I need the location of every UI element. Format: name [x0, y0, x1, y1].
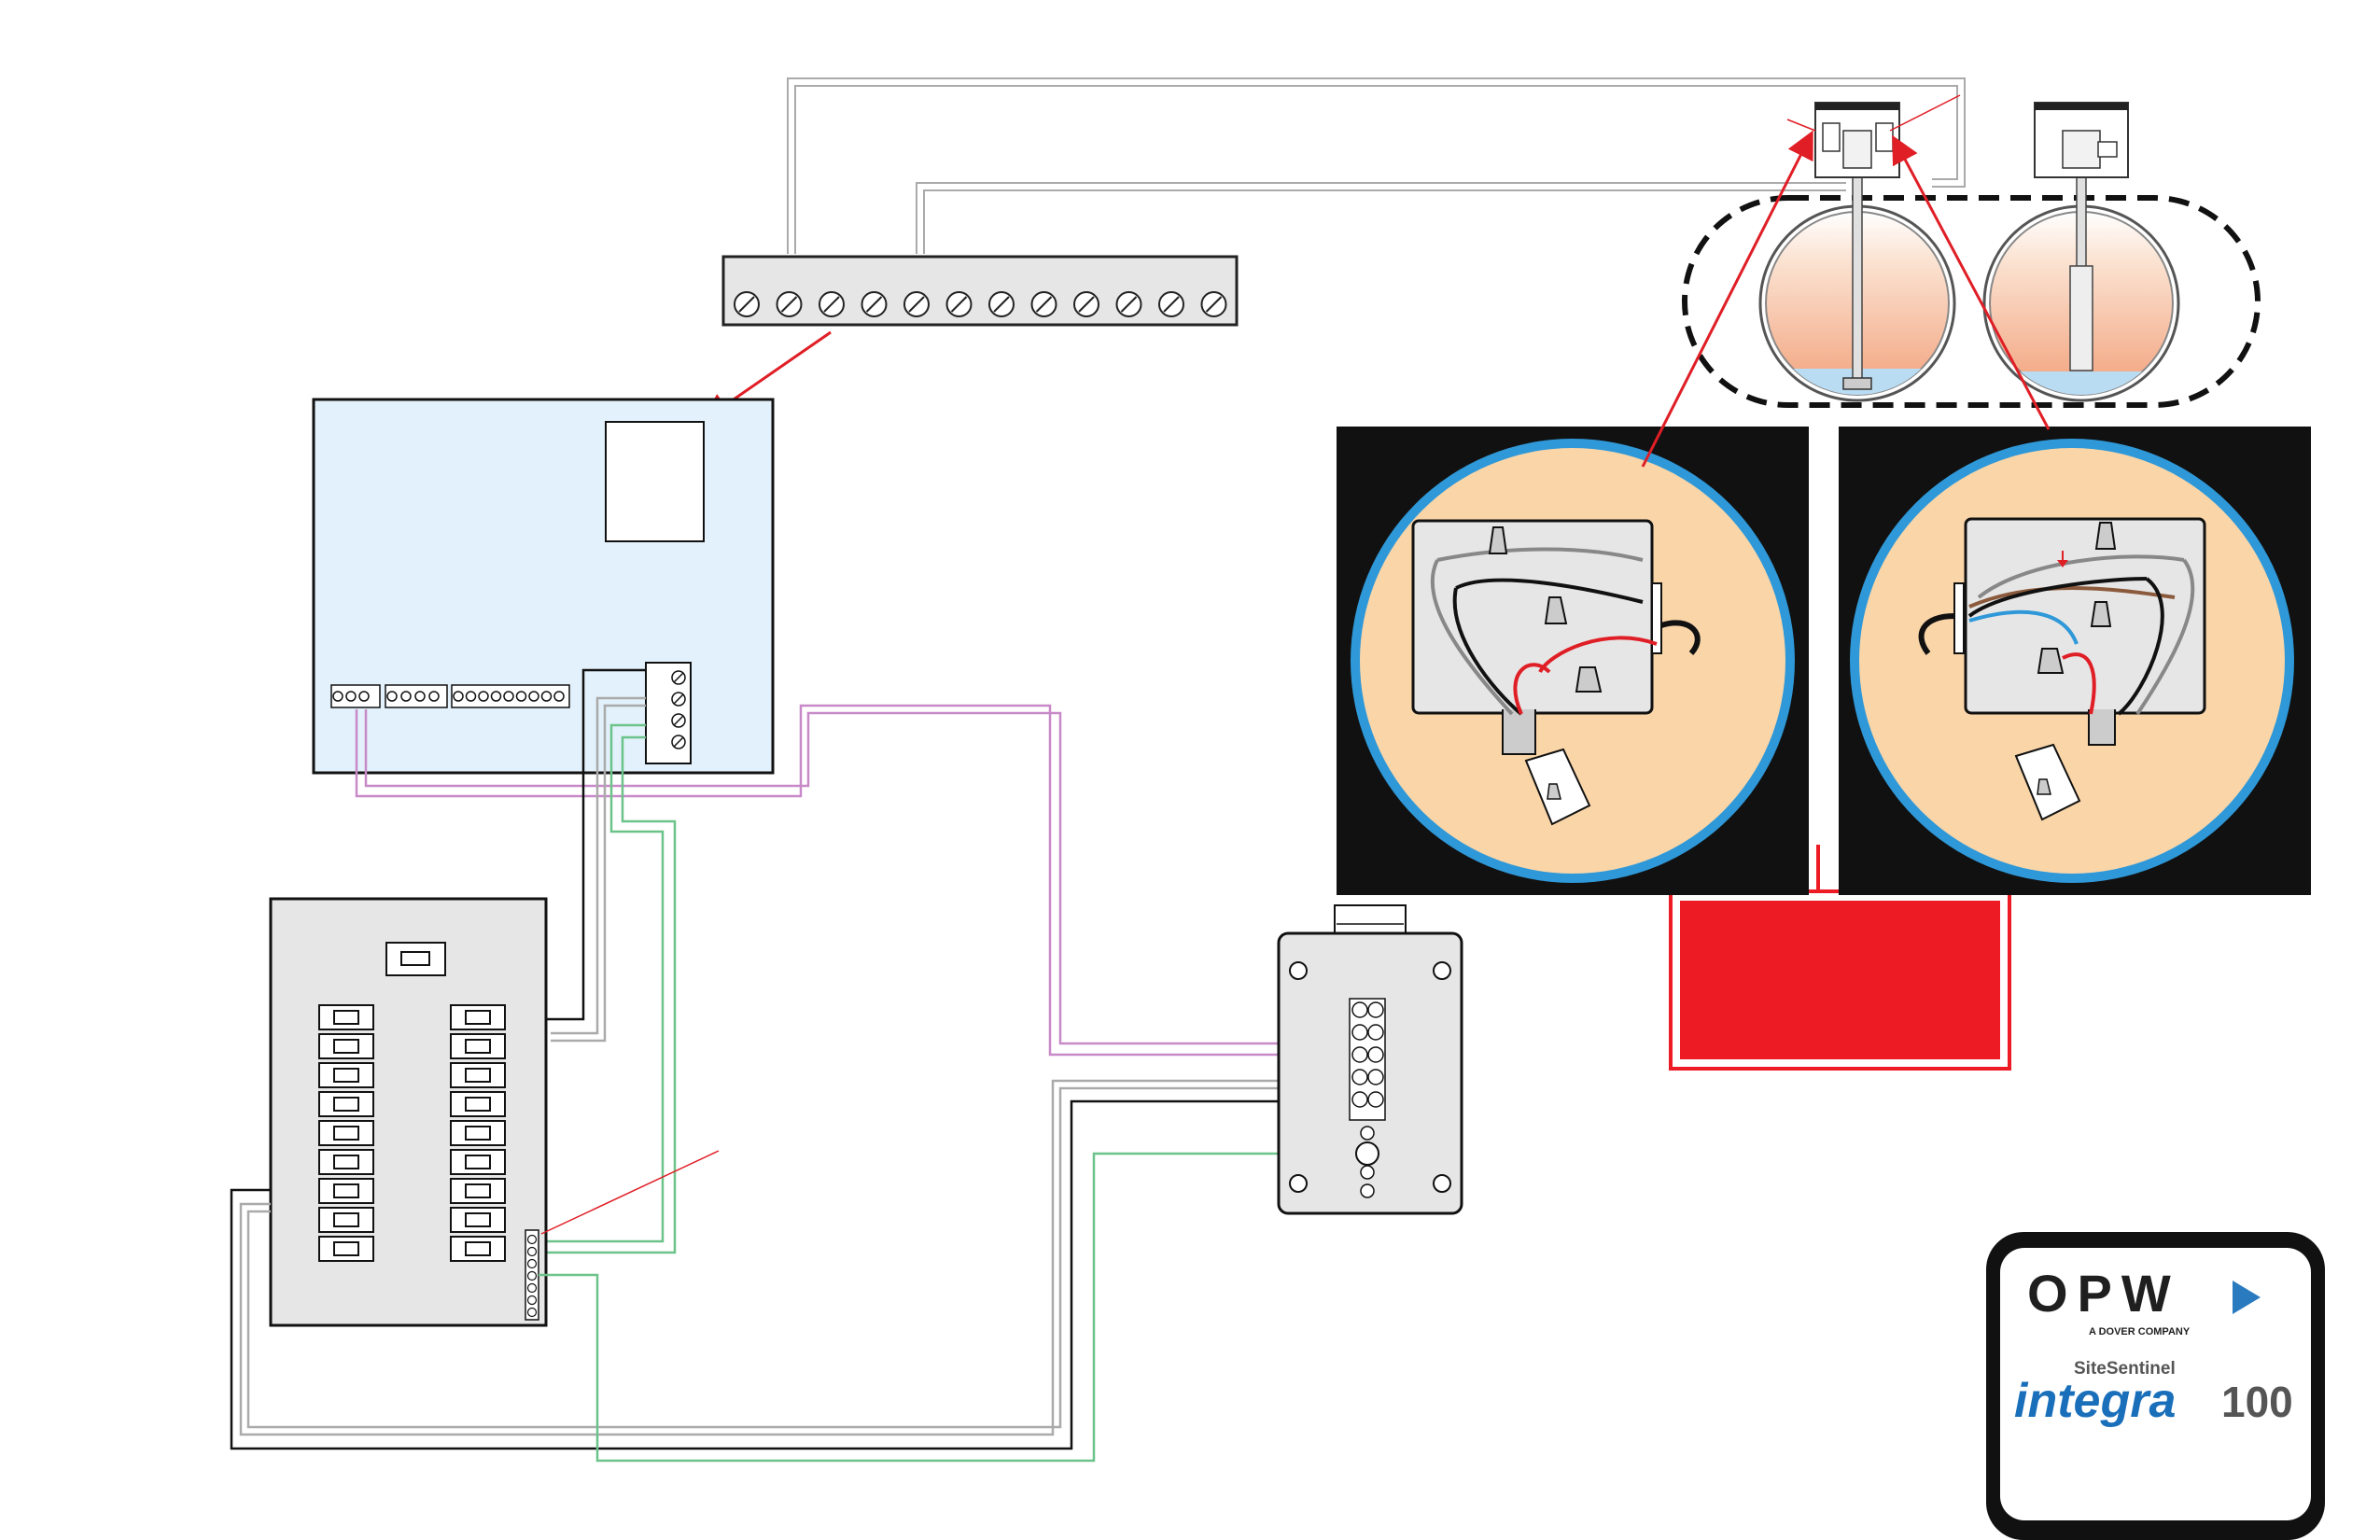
junction-box-detail: [1964, 517, 2206, 715]
terminal-screws: [734, 291, 1227, 317]
tank-group-outline: [1682, 195, 2261, 408]
warning-box: [1669, 845, 2011, 1071]
tank-with-probe: [1758, 102, 1956, 402]
breaker-switch: [318, 1178, 374, 1204]
ground-screw: [1355, 1141, 1379, 1166]
opw-arrow-icon: [2233, 1281, 2261, 1314]
ground-bar-callout: [540, 1150, 720, 1235]
callout-arrow-left: [1641, 130, 1813, 468]
wire-nut-icon: [1488, 526, 1603, 693]
screw-terminal: [945, 291, 973, 317]
breaker-switch: [450, 1149, 506, 1175]
breaker-switch: [450, 1004, 506, 1030]
opw-integra-logo: OPW A DOVER COMPANY SiteSentinel integra…: [1986, 1232, 2325, 1540]
purple-signal-wire: [355, 704, 1358, 1057]
wire-nut-bag-icon: [1524, 748, 1591, 826]
screw-terminal: [903, 291, 930, 317]
breaker-panel: [269, 897, 548, 1327]
tank-with-mag-probe: [1982, 102, 2180, 402]
breaker-switch: [450, 1091, 506, 1117]
mounting-holes: [1289, 961, 1451, 1193]
junction-box: [1277, 904, 1463, 1215]
screw-terminal: [1158, 291, 1184, 317]
breaker-switch: [450, 1207, 506, 1233]
screw-terminal: [734, 291, 760, 317]
wiring-detail-left: [1337, 427, 1809, 895]
console-board: [312, 398, 775, 775]
breaker-switch: [318, 1120, 374, 1146]
breaker-switch: [318, 1033, 374, 1059]
breaker-switch: [450, 1236, 506, 1262]
breaker-switch: [318, 1062, 374, 1088]
breaker-switch: [318, 1091, 374, 1117]
screw-terminal: [861, 291, 888, 317]
breaker-switch: [318, 1236, 374, 1262]
screw-terminal: [776, 291, 803, 317]
dover-company-text: A DOVER COMPANY: [2089, 1326, 2191, 1337]
callout-arrow-right: [1892, 134, 2051, 430]
main-breaker: [385, 942, 446, 976]
screw-terminal: [988, 291, 1015, 317]
breaker-switch: [450, 1062, 506, 1088]
console-terminal-screws: [332, 670, 686, 749]
screw-terminal: [1115, 291, 1142, 317]
wiring-detail-right: [1839, 427, 2311, 895]
probe-cable-outer: [787, 77, 1966, 254]
breaker-switch: [318, 1207, 374, 1233]
sitesentinel-text: SiteSentinel: [2074, 1359, 2176, 1379]
screw-terminal: [1200, 291, 1227, 317]
breaker-switch: [450, 1033, 506, 1059]
supply-wires: [230, 1079, 1358, 1463]
screw-terminal: [1030, 291, 1057, 317]
probe-cable-inner: [916, 182, 1846, 254]
integra-number-text: 100: [2221, 1378, 2293, 1426]
breaker-switch: [450, 1178, 506, 1204]
console-module-slot: [605, 421, 705, 542]
screw-terminal: [1073, 291, 1099, 317]
terminal-strip: [721, 255, 1239, 327]
breaker-switch: [318, 1149, 374, 1175]
screw-terminal: [819, 291, 845, 317]
wire-nut-bag-icon: [2014, 743, 2081, 821]
wire-nut-icon: [2037, 522, 2117, 674]
integra-text: integra: [2014, 1374, 2176, 1428]
breaker-switch: [450, 1120, 506, 1146]
opw-brand-text: OPW: [2027, 1264, 2180, 1323]
breaker-switch: [318, 1004, 374, 1030]
breaker-switches: [318, 1004, 506, 1262]
